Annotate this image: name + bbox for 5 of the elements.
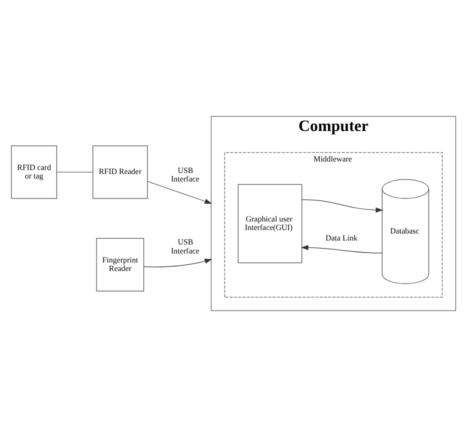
arrow (143, 258, 212, 267)
arrow (300, 244, 382, 253)
connector (56, 171, 94, 172)
arrow (302, 198, 384, 212)
arrow (147, 180, 212, 204)
